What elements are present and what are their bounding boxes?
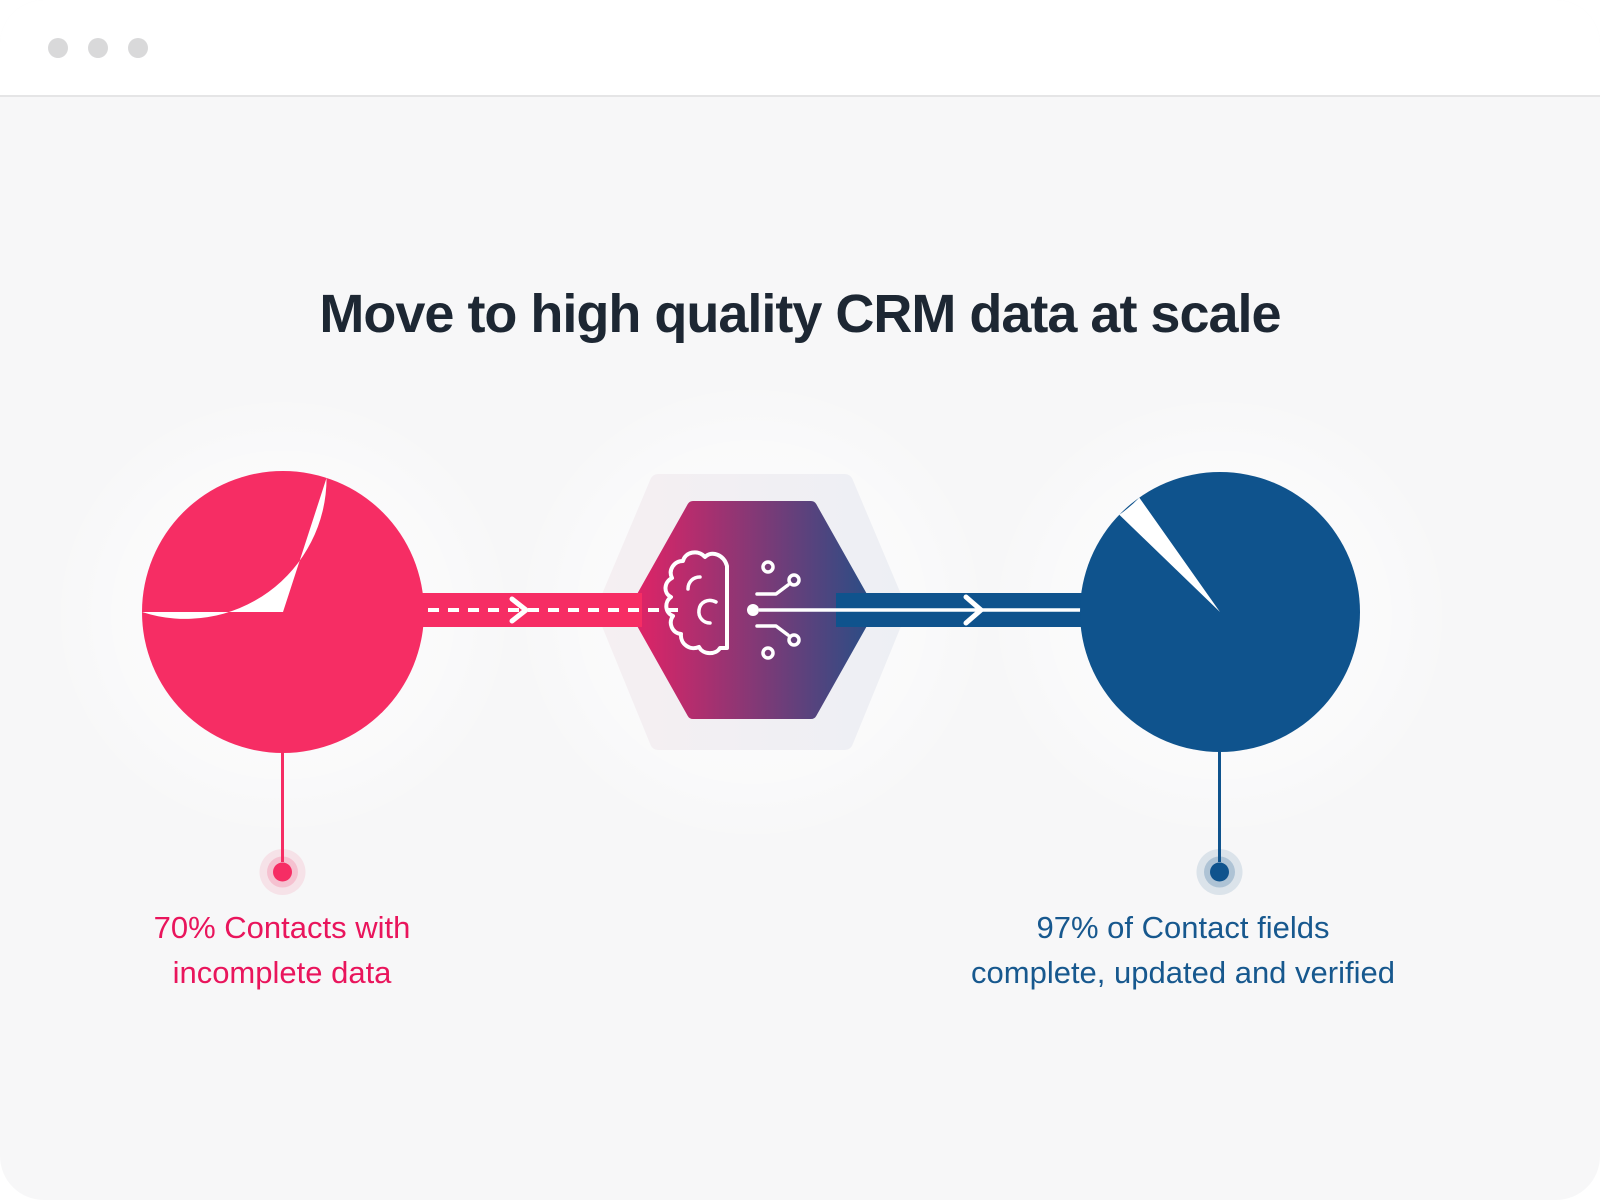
left-pie-chart: [142, 471, 424, 753]
flow-arrow-left-icon: [509, 596, 529, 624]
window-controls: [48, 38, 148, 58]
window-control-dot[interactable]: [48, 38, 68, 58]
left-pie-caption-line1: 70% Contacts with: [153, 910, 411, 945]
left-pie-caption-line2: incomplete data: [172, 955, 392, 990]
left-pie-pointer: [259, 748, 306, 895]
ai-brain-circuit-icon: [663, 550, 801, 660]
right-pie-pointer: [1196, 750, 1243, 895]
page-title: Move to high quality CRM data at scale: [319, 284, 1281, 344]
right-pie-caption-line2: complete, updated and verified: [971, 955, 1395, 990]
crm-data-flow-diagram: [48, 377, 1455, 895]
content-area: Move to high quality CRM data at scale: [0, 99, 1600, 1200]
left-pie-caption: 70% Contacts with incomplete data: [32, 905, 532, 995]
right-pie-caption: 97% of Contact fields complete, updated …: [863, 905, 1503, 995]
flow-arrow-right-icon: [963, 594, 984, 626]
window-titlebar: [0, 0, 1600, 97]
right-pie-caption-line1: 97% of Contact fields: [1036, 910, 1330, 945]
right-pie-chart: [1080, 472, 1360, 752]
window-control-dot[interactable]: [128, 38, 148, 58]
window-control-dot[interactable]: [88, 38, 108, 58]
